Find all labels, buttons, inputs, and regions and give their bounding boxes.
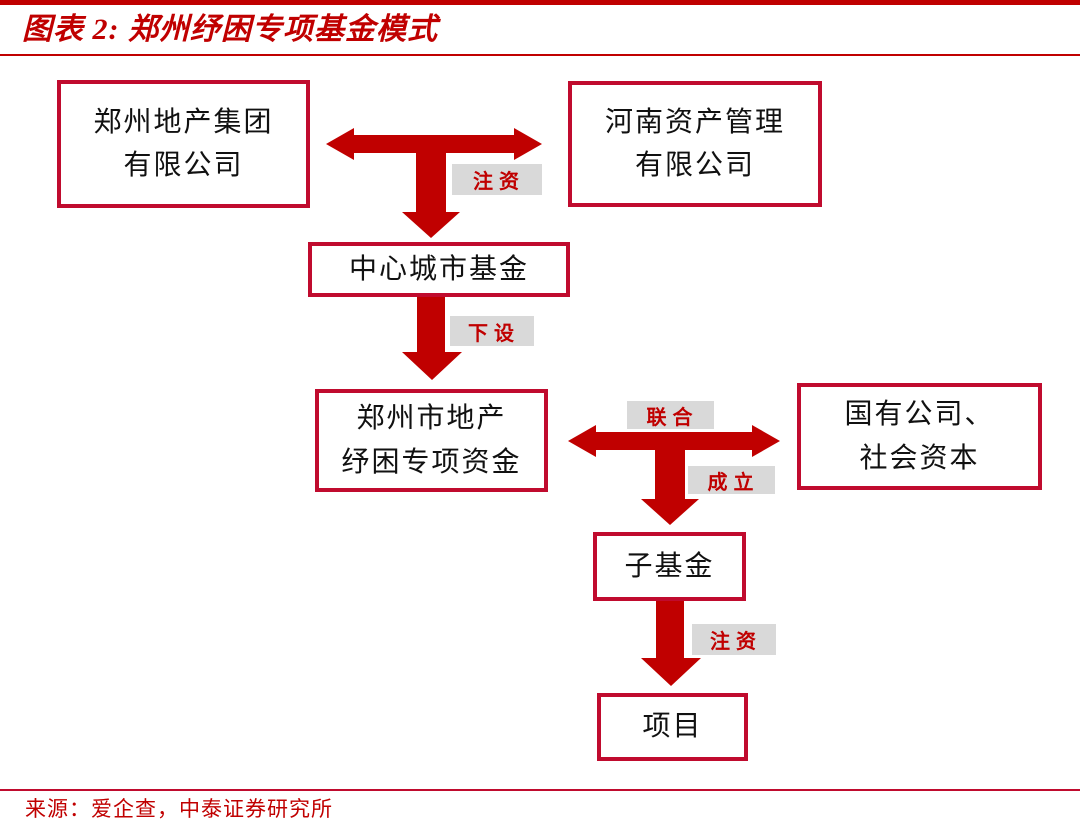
node-relief-fund: 郑州市地产 纾困专项资金	[315, 389, 548, 492]
source-note: 来源：爱企查，中泰证券研究所	[25, 797, 333, 821]
node-label-line: 社会资本	[859, 442, 980, 474]
down-arrow-stem-mid	[655, 432, 685, 500]
arrowhead-down-icon	[641, 499, 699, 525]
arrowhead-right-icon	[752, 425, 780, 457]
node-state-owned: 国有公司、 社会资本	[797, 383, 1042, 490]
node-zhengzhou-group: 郑州地产集团 有限公司	[57, 80, 310, 208]
node-project: 项目	[597, 693, 748, 761]
node-label-line: 纾困专项资金	[341, 446, 522, 478]
down-arrow-stem-bottom	[656, 601, 684, 659]
top-accent-bar	[0, 0, 1080, 5]
down-arrow-stem-top	[416, 135, 446, 213]
arrowhead-down-icon	[641, 658, 701, 686]
edge-label-establish: 成立	[688, 466, 775, 494]
footer-divider	[0, 789, 1080, 791]
arrowhead-right-icon	[514, 128, 542, 160]
node-label-line: 国有公司、	[844, 399, 995, 431]
arrowhead-left-icon	[326, 128, 354, 160]
node-label-line: 项目	[642, 711, 703, 743]
node-label-line: 子基金	[624, 550, 715, 582]
node-henan-asset: 河南资产管理 有限公司	[568, 81, 822, 207]
node-central-city-fund: 中心城市基金	[308, 242, 570, 297]
arrowhead-down-icon	[402, 212, 460, 238]
node-label-line: 中心城市基金	[348, 253, 529, 285]
title-underline	[0, 54, 1080, 56]
page-title: 图表 2: 郑州纾困专项基金模式	[22, 13, 438, 46]
arrowhead-left-icon	[568, 425, 596, 457]
edge-label-joint: 联合	[627, 401, 714, 429]
node-label-line: 河南资产管理	[604, 106, 785, 138]
edge-label-setup: 下设	[450, 316, 534, 346]
node-label-line: 有限公司	[634, 150, 755, 181]
node-label-line: 郑州市地产	[356, 403, 507, 435]
edge-label-inject-top: 注资	[452, 164, 542, 195]
node-sub-fund: 子基金	[593, 532, 746, 601]
edge-label-inject-sub: 注资	[692, 624, 776, 655]
down-arrow-stem-setup	[417, 297, 445, 353]
arrowhead-down-icon	[402, 352, 462, 380]
node-label-line: 有限公司	[123, 150, 244, 181]
node-label-line: 郑州地产集团	[93, 106, 274, 138]
